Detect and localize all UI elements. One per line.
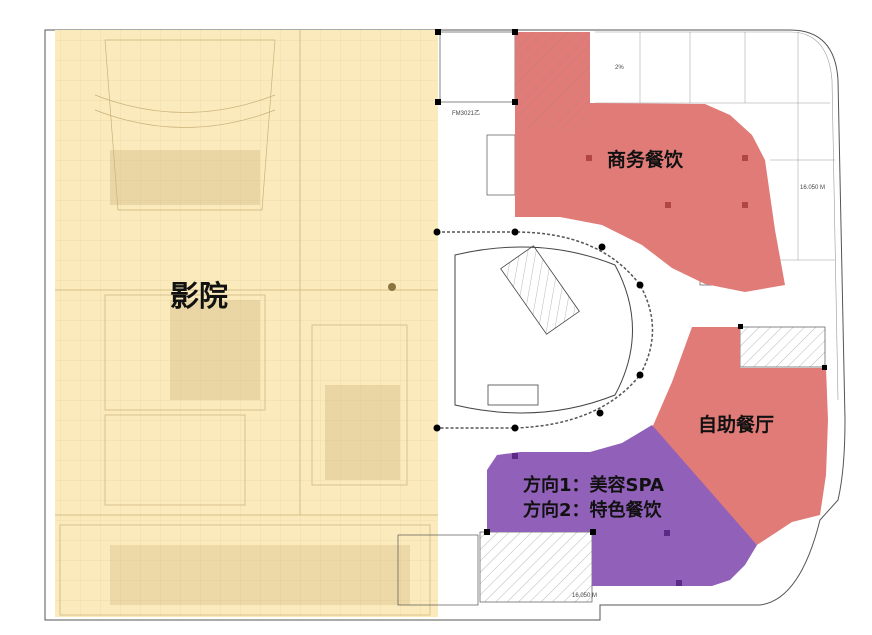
buffet-zone bbox=[652, 327, 828, 545]
terrace-grid bbox=[595, 32, 835, 261]
spa-label-line2: 方向2：特色餐饮 bbox=[523, 500, 662, 521]
elevation-bottom: 16.050 M bbox=[572, 593, 598, 599]
building-outline bbox=[44, 29, 846, 621]
cinema-label: 影院 bbox=[170, 279, 229, 313]
columns bbox=[433, 29, 827, 535]
elevation-right: 16.050 M bbox=[800, 185, 826, 191]
slope-label: 2% bbox=[615, 65, 624, 71]
door-code: FM3021乙 bbox=[452, 111, 481, 117]
spa-label-line1: 方向1：美容SPA bbox=[523, 475, 664, 496]
buffet-label: 自助餐厅 bbox=[698, 414, 775, 436]
atrium bbox=[437, 231, 654, 429]
business-dining-label: 商务餐饮 bbox=[607, 149, 684, 171]
spa-special-zone bbox=[487, 425, 757, 586]
